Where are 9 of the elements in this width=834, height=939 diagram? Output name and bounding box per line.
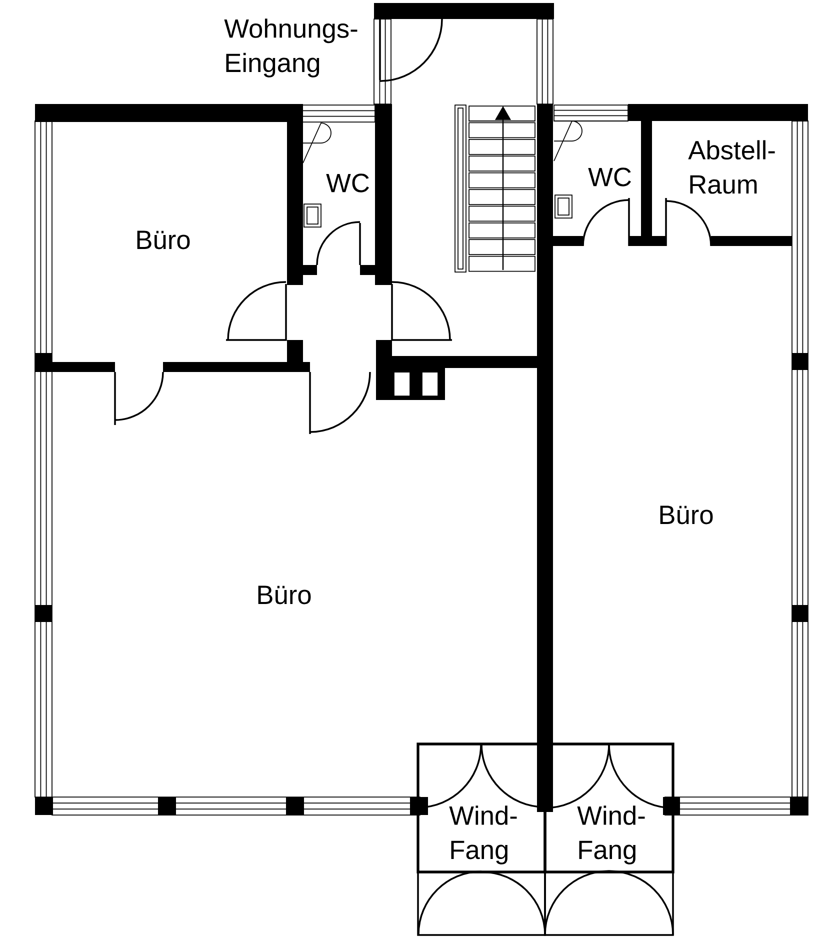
room-label: WC <box>588 168 631 186</box>
room-label: Wohnungs- Eingang <box>224 18 358 78</box>
room-label: Abstell- Raum <box>688 140 775 194</box>
room-label: Büro <box>137 230 190 250</box>
room-label: Wind- Fang <box>577 806 645 864</box>
room-label: Büro <box>258 586 311 604</box>
room-label: Büro <box>660 506 713 524</box>
room-label: WC <box>326 174 369 192</box>
room-label: Wind- Fang <box>449 806 517 864</box>
